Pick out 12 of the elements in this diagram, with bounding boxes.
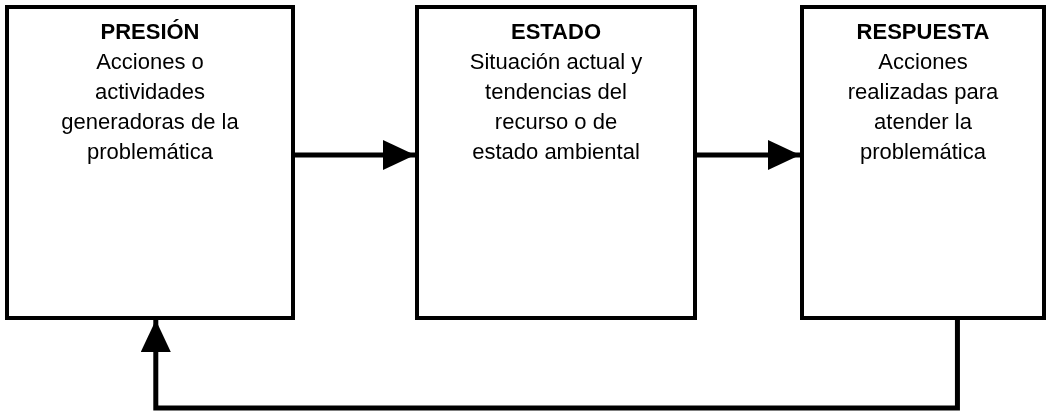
- process-box: [800, 5, 1046, 320]
- arrow: [697, 140, 800, 170]
- process-box: [415, 5, 697, 320]
- arrow: [140, 320, 960, 411]
- box-description: Acciones o actividades generadoras de la problemática: [60, 48, 240, 166]
- box-heading: RESPUESTA: [855, 18, 991, 46]
- box-description: Acciones realizadas para atender la problemática: [846, 48, 1000, 166]
- arrow: [295, 140, 415, 170]
- box-heading: PRESIÓN: [99, 18, 201, 46]
- process-box: [5, 5, 295, 320]
- box-heading: ESTADO: [509, 18, 602, 46]
- box-description: Situación actual y tendencias del recurso o de estado ambiental: [468, 48, 644, 166]
